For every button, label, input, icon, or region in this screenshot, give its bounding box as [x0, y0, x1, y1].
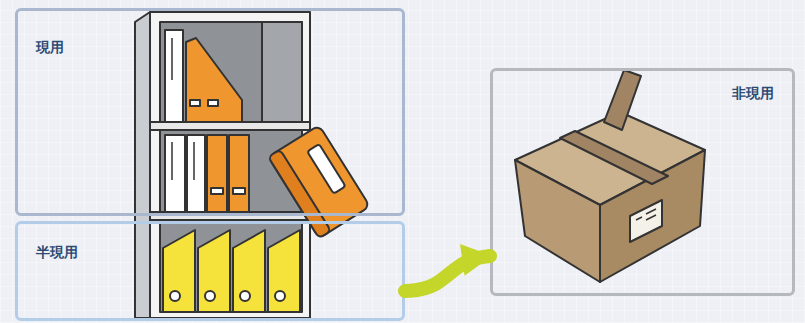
category-label: 半現用	[36, 244, 78, 261]
category-label: 非現用	[732, 85, 774, 102]
category-box: 現用	[15, 8, 405, 216]
category-box: 半現用	[15, 221, 405, 321]
file-box	[163, 230, 300, 312]
cabinet-illustration	[135, 12, 370, 318]
transfer-arrow	[405, 256, 490, 291]
category-box: 非現用	[490, 68, 795, 296]
category-label: 現用	[36, 39, 64, 56]
cardboard-box	[515, 70, 705, 282]
